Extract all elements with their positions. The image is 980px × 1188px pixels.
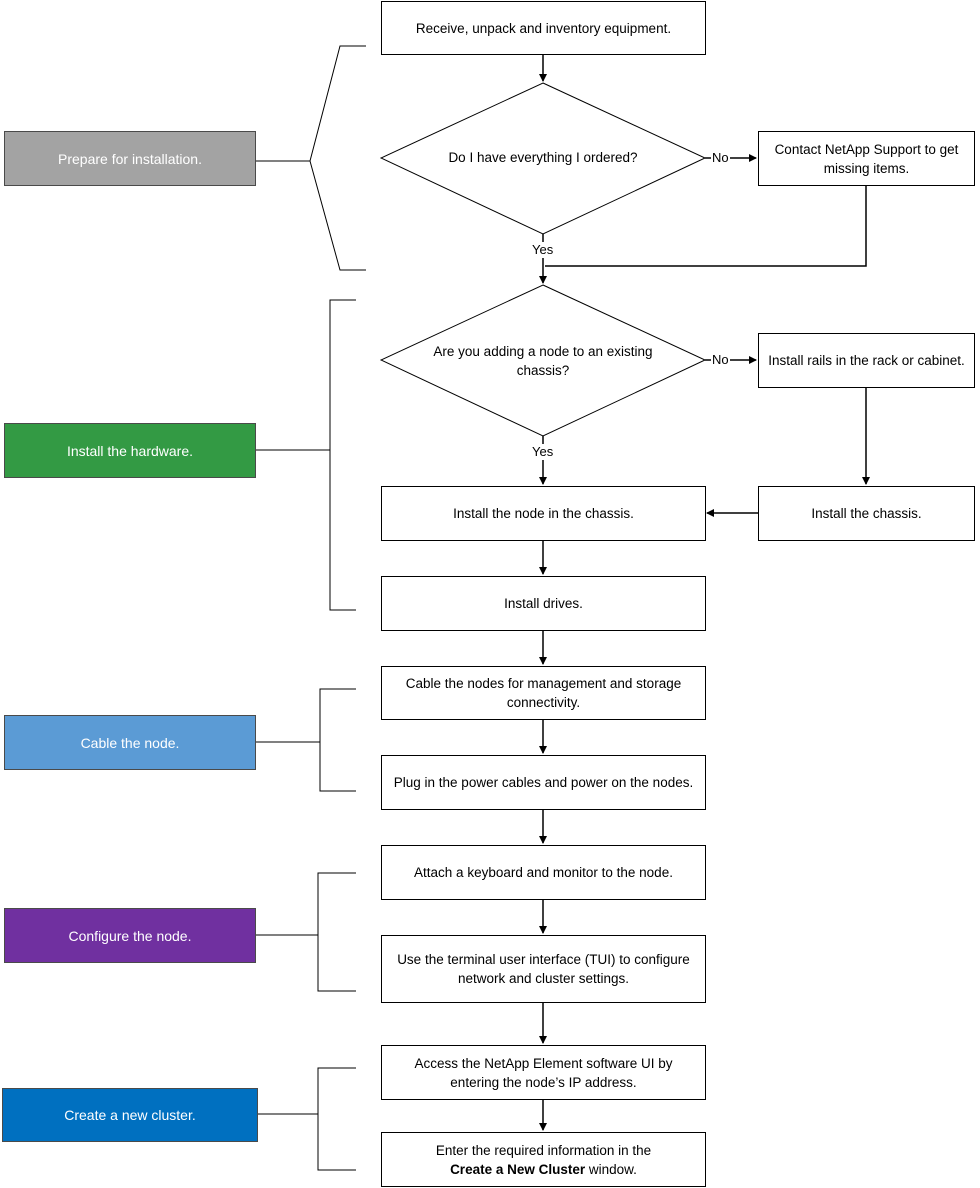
no-label-2: No (711, 352, 730, 368)
step-text: Install the node in the chassis. (453, 506, 634, 521)
step-text: Enter the required information in the Cr… (436, 1141, 651, 1179)
phase-label: Create a new cluster. (64, 1107, 196, 1123)
step-text: Install drives. (504, 596, 583, 611)
step-text: Receive, unpack and inventory equipment. (415, 20, 672, 36)
step-contact-support: Contact NetApp Support to get missing it… (758, 131, 975, 186)
brace-prepare (309, 45, 366, 271)
yes-label-2: Yes (531, 444, 555, 460)
step-access-ui: Access the NetApp Element software UI by… (381, 1045, 706, 1100)
phase-cluster: Create a new cluster. (2, 1088, 258, 1142)
brace-cluster (317, 1067, 356, 1171)
brace-configure (317, 872, 356, 992)
decision-question: Are you adding a node to an existing cha… (433, 344, 653, 378)
phase-label: Configure the node. (68, 927, 192, 944)
step-use-tui: Use the terminal user interface (TUI) to… (381, 935, 706, 1003)
phase-label: Cable the node. (80, 734, 180, 751)
step-text: Use the terminal user interface (TUI) to… (397, 952, 690, 986)
yes-label-1: Yes (531, 242, 555, 258)
step-text-pre: Enter the required information in the (435, 1142, 652, 1158)
step-text: Install the chassis. (811, 506, 922, 521)
step-text-post: window. (588, 1161, 637, 1177)
step-text: Cable the nodes for management and stora… (405, 676, 682, 710)
phase-label: Prepare for installation. (58, 150, 202, 167)
step-text: Install rails in the rack or cabinet. (768, 353, 965, 368)
brace-cable (319, 688, 356, 792)
phase-label: Install the hardware. (66, 442, 194, 459)
step-cable-nodes: Cable the nodes for management and stora… (381, 666, 706, 720)
step-install-rails: Install rails in the rack or cabinet. (758, 333, 975, 388)
phase-cable: Cable the node. (4, 715, 256, 770)
step-enter-info: Enter the required information in the Cr… (381, 1132, 706, 1187)
step-attach-keyboard: Attach a keyboard and monitor to the nod… (381, 845, 706, 900)
step-text: Access the NetApp Element software UI by… (414, 1055, 673, 1090)
decision-question: Do I have everything I ordered? (448, 150, 638, 165)
step-receive: Receive, unpack and inventory equipment. (381, 1, 706, 55)
step-text: Plug in the power cables and power on th… (393, 775, 694, 790)
step-install-chassis: Install the chassis. (758, 486, 975, 541)
step-text-line2: Create a New Cluster window. (450, 1162, 637, 1177)
step-text-bold: Create a New Cluster (450, 1161, 586, 1177)
step-text: Attach a keyboard and monitor to the nod… (414, 865, 673, 880)
brace-hardware (329, 299, 356, 611)
phase-configure: Configure the node. (4, 908, 256, 963)
phase-hardware: Install the hardware. (4, 423, 256, 478)
step-install-drives: Install drives. (381, 576, 706, 631)
step-text: Contact NetApp Support to get missing it… (774, 141, 959, 176)
decision-adding-node-text: Are you adding a node to an existing cha… (418, 342, 668, 380)
decision-have-everything-text: Do I have everything I ordered? (420, 148, 666, 167)
no-label-1: No (711, 150, 730, 166)
step-install-node: Install the node in the chassis. (381, 486, 706, 541)
step-plug-power: Plug in the power cables and power on th… (381, 755, 706, 810)
phase-prepare: Prepare for installation. (4, 131, 256, 186)
